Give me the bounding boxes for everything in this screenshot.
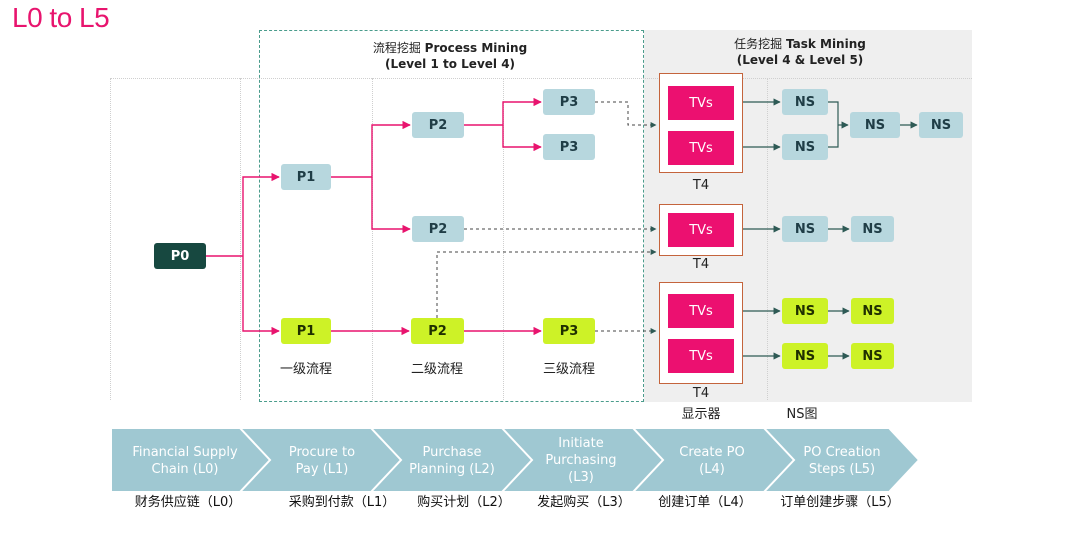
bottom-label-l1: 采购到付款（L1） [288,495,396,510]
node-p2-top: P2 [412,112,464,138]
chevron-text-l2: Purchase Planning (L2) [392,444,512,478]
tv-box-bottom: TVs TVs [659,282,743,384]
bottom-label-l5: 订单创建步骤（L5） [780,495,900,510]
edge-p1-p2-top [371,120,411,177]
edge-p1-p2-mid [371,177,411,234]
node-ns: NS [919,112,963,138]
task-mining-sub: (Level 4 & Level 5) [736,53,864,67]
process-mining-region [259,30,644,402]
chevron-line: Steps (L5) [808,462,876,477]
label-level1-process: 一级流程 [279,362,332,377]
label-ns-diagram: NS图 [786,407,818,422]
tv-box-mid: TVs [659,204,743,256]
tvs-block: TVs [668,86,734,120]
task-mining-en: Task Mining [785,37,866,51]
chevron-line: Planning (L2) [409,462,495,477]
chevron-line: Procure to [288,445,356,460]
chevron-line: Financial Supply [132,445,238,460]
process-mining-header: 流程挖掘 Process Mining (Level 1 to Level 4) [330,40,570,72]
chevron-line: Chain (L0) [151,462,219,477]
bottom-label-l2: 购买计划（L2） [417,495,511,510]
node-p3-b: P3 [543,134,595,160]
chevron-text-l0: Financial Supply Chain (L0) [120,444,250,478]
process-mining-en: Process Mining [424,41,528,55]
chevron-line: Initiate [558,436,604,451]
node-ns: NS [851,343,894,369]
chevron-line: Create PO [679,445,745,460]
process-mining-sub: (Level 1 to Level 4) [384,57,516,71]
chevron-line: Purchase [422,445,482,460]
node-p2-bottom: P2 [411,318,464,344]
process-mining-cn: 流程挖掘 [372,41,421,55]
node-ns: NS [782,134,828,160]
label-level3-process: 三级流程 [542,362,595,377]
node-p2-mid: P2 [412,216,464,242]
dashed-p2lime-t4 [436,249,657,318]
page-title: L0 to L5 [12,2,110,33]
node-ns: NS [850,112,900,138]
label-level2-process: 二级流程 [410,362,463,377]
chevron-l5 [761,427,921,493]
node-ns: NS [851,298,894,324]
t4-label: T4 [692,386,710,401]
chevron-line: Purchasing [545,453,617,468]
node-p1-top: P1 [281,164,331,190]
edge-p0-p1-top [242,172,280,256]
bottom-label-l3: 发起购买（L3） [537,495,631,510]
node-ns: NS [782,298,828,324]
tvs-block: TVs [668,213,734,247]
node-ns: NS [782,343,828,369]
column-divider [503,78,504,400]
chevron-line: PO Creation [803,445,881,460]
task-mining-header: 任务挖掘 Task Mining (Level 4 & Level 5) [700,36,900,68]
node-p1-bottom: P1 [281,318,331,344]
t4-label: T4 [692,178,710,193]
task-mining-cn: 任务挖掘 [734,37,783,51]
column-divider [110,78,111,400]
chevron-line: (L4) [699,462,725,477]
column-divider [372,78,373,400]
edge-p0-p1-bottom [242,256,280,336]
node-ns: NS [782,89,828,115]
column-divider [767,78,768,400]
label-display: 显示器 [681,407,721,422]
node-ns: NS [851,216,894,242]
chevron-text-l5: PO Creation Steps (L5) [782,444,902,478]
edge-p2-p3-b [502,125,542,152]
node-ns: NS [782,216,828,242]
edge-p2-p3-a [502,97,542,125]
chevron-line: Pay (L1) [295,462,349,477]
node-p3-bottom: P3 [543,318,595,344]
chevron-text-l4: Create PO (L4) [652,444,772,478]
column-divider [240,78,241,400]
t4-label: T4 [692,257,710,272]
bottom-label-l4: 创建订单（L4） [658,495,752,510]
top-rule [110,78,972,79]
tvs-block: TVs [668,294,734,328]
tvs-block: TVs [668,131,734,165]
node-p3-a: P3 [543,89,595,115]
chevron-line: (L3) [568,470,594,485]
chevron-text-l3: Initiate Purchasing (L3) [521,435,641,486]
tv-box-top: TVs TVs [659,73,743,173]
tvs-block: TVs [668,339,734,373]
bottom-label-l0: 财务供应链（L0） [134,495,242,510]
chevron-text-l1: Procure to Pay (L1) [262,444,382,478]
dashed-p3-t4 [595,101,657,128]
node-p0: P0 [154,243,206,269]
